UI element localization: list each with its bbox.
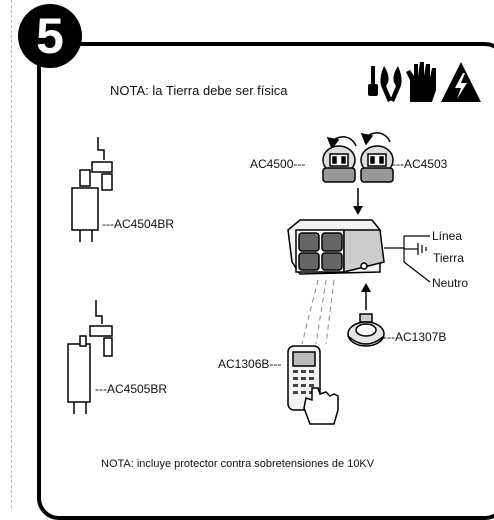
label-tierra: Tierra	[433, 251, 464, 265]
photocell-ac1307b	[347, 313, 385, 347]
bracket-ac4505br	[67, 300, 113, 414]
wiring	[384, 235, 431, 283]
label-neutro: Neutro	[432, 276, 469, 290]
label-ac1307b: ---AC1307B	[383, 330, 447, 344]
note-ground-physical: NOTA: la Tierra debe ser física	[110, 83, 288, 98]
socket-ac4503	[360, 132, 394, 183]
label-linea: Línea	[432, 229, 463, 243]
high-voltage-warning-icon	[441, 62, 481, 102]
label-ac4500: AC4500---	[250, 157, 306, 171]
cut-line	[11, 0, 12, 508]
bracket-ac4504br	[71, 137, 113, 242]
receptacle-box	[287, 219, 385, 275]
tools-icon	[368, 66, 402, 102]
socket-ac4500	[322, 136, 357, 183]
remote-signal	[301, 279, 335, 345]
glove-icon	[406, 62, 436, 102]
diagram-drawing	[67, 62, 481, 425]
note-surge-protector: NOTA: incluye protector contra sobretens…	[101, 458, 375, 470]
step-number-badge: 5	[18, 4, 82, 68]
label-ac1306b: AC1306B---	[218, 357, 282, 371]
label-ac4505br: ---AC4505BR	[95, 382, 168, 396]
remote-ac1306b	[287, 345, 339, 425]
label-ac4504br: ---AC4504BR	[102, 217, 175, 231]
label-ac4503: ---AC4503	[392, 157, 448, 171]
